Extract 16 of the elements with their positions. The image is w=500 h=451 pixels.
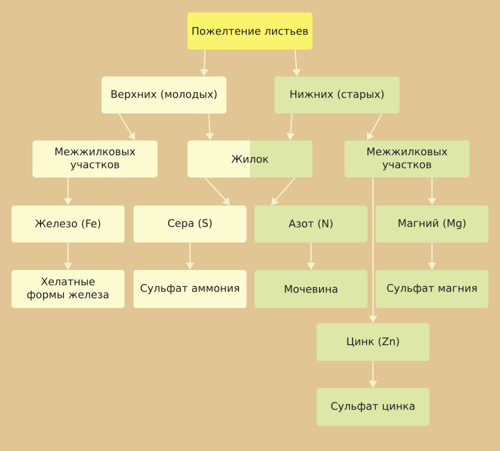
category-box: Межжилковых участков — [32, 140, 158, 178]
root-box: Пожелтение листьев — [188, 12, 312, 50]
category-box: Сера (S) — [134, 206, 246, 242]
category-box: Жилок — [188, 140, 312, 178]
category-box: Магний (Mg) — [376, 206, 488, 242]
category-box: Железо (Fe) — [12, 206, 124, 242]
category-box: Хелатные формы железа — [12, 270, 124, 308]
category-box: Межжилковых участков — [344, 140, 470, 178]
category-box: Верхних (молодых) — [102, 76, 226, 114]
category-box: Нижних (старых) — [274, 76, 400, 114]
category-box: Цинк (Zn) — [316, 323, 430, 361]
category-box: Мочевина — [254, 270, 368, 308]
category-box: Сульфат магния — [376, 270, 488, 308]
category-box: Сульфат цинка — [316, 388, 430, 426]
category-box: Азот (N) — [254, 206, 368, 242]
category-box: Сульфат аммония — [134, 270, 246, 308]
